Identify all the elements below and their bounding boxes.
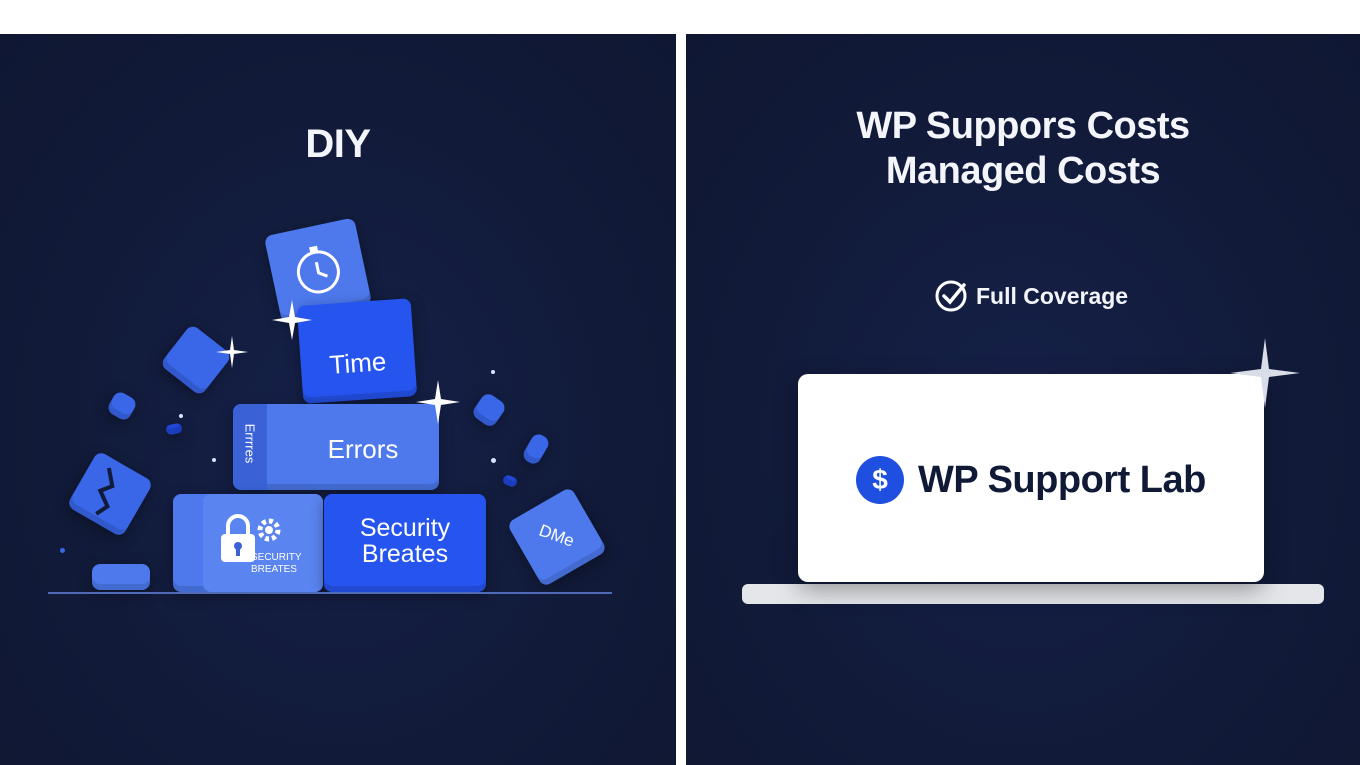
errors-label: Errors	[327, 434, 399, 464]
dot	[60, 548, 65, 553]
sparkle-icon	[216, 336, 248, 368]
floating-cube	[501, 473, 519, 489]
floating-cube	[520, 431, 552, 467]
dot	[179, 414, 183, 418]
cracked-cube	[66, 450, 154, 538]
crack-icon	[95, 467, 115, 516]
dollar-icon: $	[856, 456, 904, 504]
dme-label: DMe	[536, 520, 577, 551]
lock-caption-2: BREATES	[251, 564, 297, 575]
managed-title: WP Suppors Costs Managed Costs	[686, 104, 1360, 194]
time-label: Time	[328, 346, 388, 380]
managed-title-line-2: Managed Costs	[885, 150, 1161, 192]
small-slab	[92, 564, 150, 590]
errors-block: Errrres Errors	[233, 404, 439, 490]
lock-caption-1: SECURITY	[251, 552, 302, 563]
diy-panel: DIY Time Errrres Errors	[0, 34, 676, 765]
errors-side-face	[233, 404, 267, 490]
time-block: Time	[296, 298, 418, 404]
security-label-1: Security	[359, 514, 451, 542]
sparkle-icon	[272, 300, 312, 340]
dot	[491, 458, 496, 463]
stopwatch-cube	[263, 217, 373, 323]
sparkle-icon	[1230, 338, 1300, 408]
dot	[491, 370, 495, 374]
stopwatch-icon	[296, 245, 340, 294]
brand-name: WP Support Lab	[918, 458, 1206, 501]
managed-title-line-1: WP Suppors Costs	[856, 105, 1190, 147]
dme-cube: DMe	[506, 486, 608, 588]
brand-card: $ WP Support Lab	[798, 374, 1264, 582]
floating-cube	[165, 422, 183, 436]
card-base	[742, 584, 1324, 604]
security-label-2: Breates	[361, 540, 449, 568]
dot	[212, 458, 216, 462]
errors-side-label: Errrres	[242, 423, 258, 464]
managed-panel: WP Suppors Costs Managed Costs Full Cove…	[686, 34, 1360, 765]
coverage-label: Full Coverage	[976, 282, 1129, 309]
security-block: Security Breates	[324, 494, 486, 592]
lock-gear-icon	[221, 514, 281, 562]
check-circle-icon	[935, 280, 967, 312]
sparkle-icon	[416, 380, 460, 424]
lock-block: SECURITY BREATES	[173, 494, 323, 592]
coverage-badge: Full Coverage	[934, 278, 1128, 314]
diy-title: DIY	[305, 122, 371, 166]
brand: $ WP Support Lab	[856, 456, 1206, 504]
ground-line	[48, 592, 612, 594]
floating-cube	[105, 389, 139, 423]
floating-cube	[470, 391, 508, 429]
